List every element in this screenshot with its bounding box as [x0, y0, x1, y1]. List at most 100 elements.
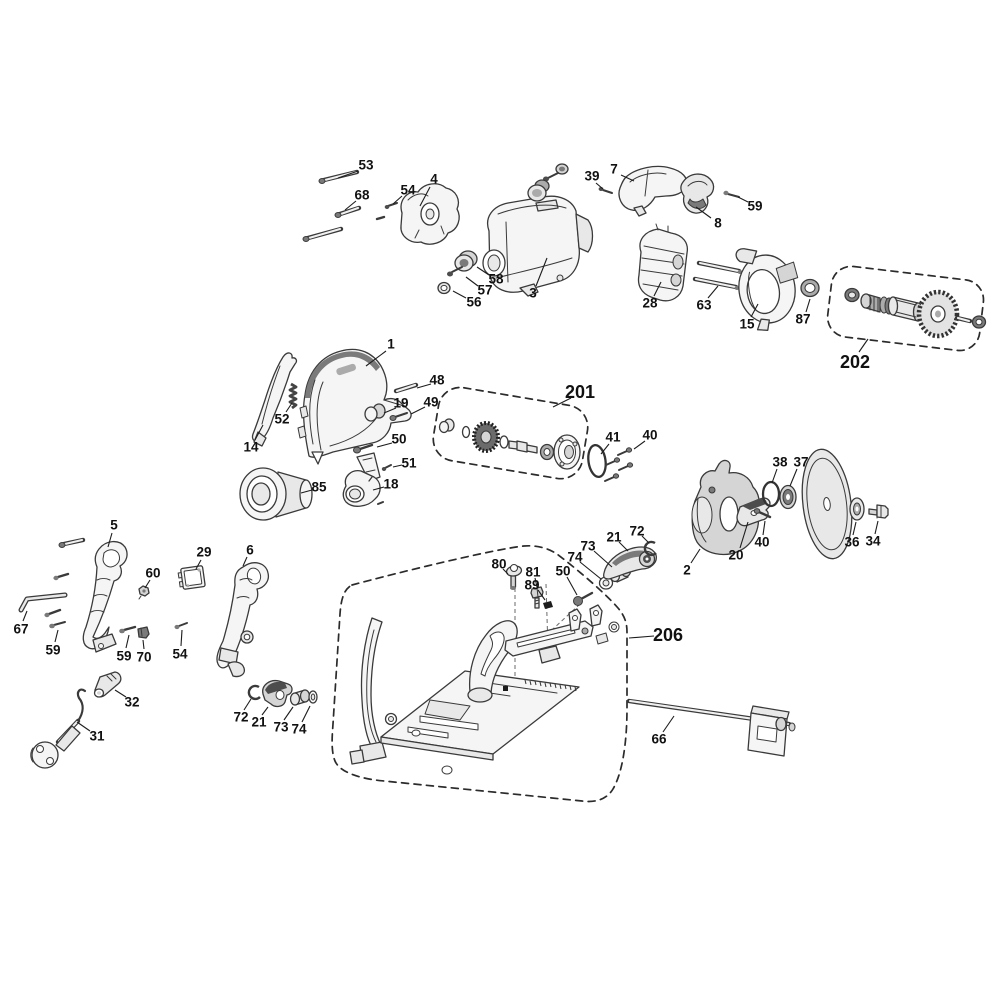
leader-line-29: [195, 559, 202, 570]
leader-line-51: [392, 464, 403, 468]
part-label-21: 21: [606, 530, 622, 545]
part-label-202: 202: [840, 352, 870, 372]
part-label-28: 28: [642, 296, 658, 311]
part-85-dust-adapter: [239, 467, 313, 521]
leader-line-18: [372, 486, 385, 491]
leader-line-70: [142, 639, 145, 650]
leader-line-14: [254, 424, 264, 441]
part-label-14: 14: [243, 440, 259, 455]
part-7-switch-housing: [618, 165, 688, 217]
screw-39: [598, 187, 613, 194]
part-label-74: 74: [291, 722, 307, 737]
part-label-1: 1: [387, 337, 395, 352]
part-label-38: 38: [772, 455, 788, 470]
part-label-6: 6: [246, 543, 254, 558]
part-label-54: 54: [172, 647, 188, 662]
part-label-73: 73: [273, 720, 289, 735]
part-8-trigger: [680, 173, 715, 214]
screw-51: [377, 464, 392, 505]
screws-40-cluster: [604, 447, 634, 482]
part-label-52: 52: [274, 412, 289, 427]
part-label-49: 49: [423, 395, 438, 410]
part-206-base-assembly: [349, 583, 620, 775]
leader-line-2: [690, 548, 701, 564]
sleeve-73a: [289, 689, 311, 706]
leader-line-54: [392, 195, 403, 205]
clip-70: [137, 626, 150, 639]
part-label-89: 89: [524, 578, 539, 593]
leader-line-73: [593, 550, 613, 568]
leader-line-74: [579, 561, 602, 580]
oring-41: [587, 443, 607, 479]
roller-19: [364, 403, 386, 422]
ring-87: [800, 278, 820, 298]
part-202-rotor-assembly: [844, 287, 987, 339]
part-label-18: 18: [383, 477, 399, 492]
nut-60: [138, 585, 150, 600]
leader-line-31: [76, 721, 91, 732]
leader-line-15: [750, 303, 759, 318]
screw-68: [334, 205, 362, 218]
leader-line-40: [633, 440, 646, 450]
part-80-knob-bolt: [505, 564, 523, 590]
leader-line-36: [852, 521, 857, 536]
leader-line-66: [662, 715, 675, 733]
part-label-5: 5: [110, 518, 118, 533]
part-21a-clamp: [262, 679, 293, 708]
part-201-spindle-assembly: [438, 418, 581, 470]
bolt-81: [530, 586, 544, 609]
leader-line-28: [653, 281, 662, 297]
washer-74b: [598, 576, 614, 590]
pin-48: [393, 382, 419, 394]
leader-line-202: [858, 338, 869, 353]
screw-5b: [53, 572, 70, 581]
leader-line-38: [771, 468, 778, 484]
part-label-40: 40: [642, 428, 657, 443]
part-2-lower-guard: [691, 459, 760, 556]
part-label-50: 50: [391, 432, 406, 447]
part-label-58: 58: [488, 272, 504, 287]
part-31-power-cord: [30, 688, 87, 769]
bolt-34: [868, 504, 889, 519]
leader-line-20: [739, 521, 749, 549]
leader-line-41: [600, 443, 610, 455]
rod-63b: [692, 276, 740, 290]
part-label-59: 59: [116, 649, 131, 664]
leader-line-54: [180, 629, 183, 647]
part-label-39: 39: [584, 169, 599, 184]
part-label-32: 32: [124, 695, 139, 710]
part-label-48: 48: [429, 373, 445, 388]
screw-50b: [573, 591, 594, 606]
part-label-15: 15: [739, 317, 755, 332]
flange-36: [849, 497, 865, 521]
part-label-63: 63: [696, 298, 712, 313]
part-label-36: 36: [844, 535, 860, 550]
part-label-54: 54: [400, 183, 416, 198]
part-label-56: 56: [466, 295, 482, 310]
part-label-4: 4: [430, 172, 438, 187]
part-label-31: 31: [89, 729, 105, 744]
leader-line-1: [365, 350, 387, 367]
screw-54-top: [384, 202, 398, 209]
leader-line-4: [419, 186, 431, 207]
leader-line-32: [114, 689, 127, 698]
part-label-85: 85: [311, 480, 327, 495]
part-label-59: 59: [747, 199, 762, 214]
part-label-2: 2: [683, 563, 691, 578]
circlip-72a: [247, 684, 261, 701]
leader-line-67: [22, 610, 28, 622]
part-3-motor-housing: [482, 195, 594, 297]
part-28-stator: [637, 223, 689, 302]
part-label-51: 51: [401, 456, 417, 471]
part-label-201: 201: [565, 382, 595, 402]
leader-line-53: [337, 170, 359, 179]
part-label-53: 53: [358, 158, 374, 173]
leader-line-21: [261, 706, 269, 716]
leader-line-68: [344, 200, 357, 211]
leader-line-89: [537, 589, 546, 601]
part-label-59: 59: [45, 643, 60, 658]
part-label-87: 87: [795, 312, 810, 327]
